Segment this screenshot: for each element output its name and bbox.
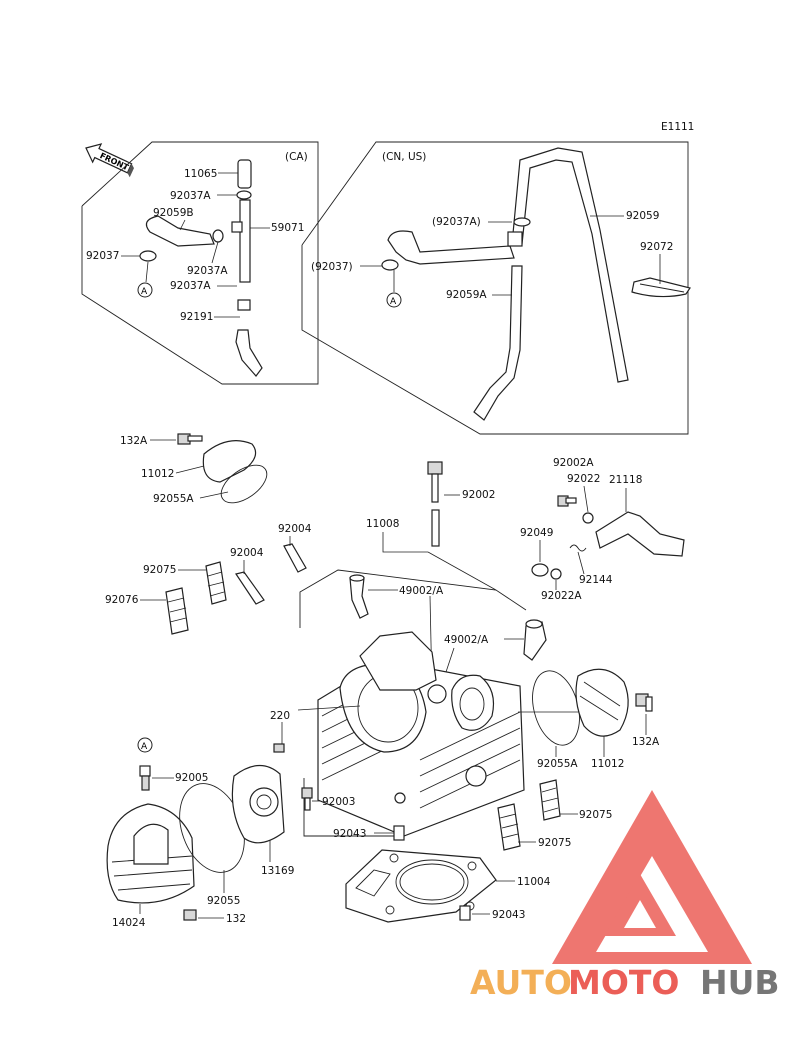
cn-us-panel: (CN, US) (301, 141, 689, 435)
inspection-cover-right (532, 668, 653, 746)
label-92076: 92076 (105, 594, 139, 606)
label-11008: 11008 (366, 518, 399, 530)
label-92022: 92022 (567, 473, 600, 485)
head-bolts (235, 461, 443, 605)
label-132A-right: 132A (632, 736, 660, 748)
cam-cover-left: A (106, 737, 313, 921)
label-92004-a: 92004 (278, 523, 312, 535)
label-13169: 13169 (261, 865, 294, 877)
ca-hose-assembly (139, 159, 263, 377)
label-92004-b: 92004 (230, 547, 264, 559)
front-arrow-icon: FRONT (85, 143, 134, 178)
shims-right (497, 779, 561, 851)
diagram-code: E1111 (661, 121, 694, 133)
label-92075-left: 92075 (143, 564, 176, 576)
label-11012-right: 11012 (591, 758, 624, 770)
label-92055A-top: 92055A (153, 493, 194, 505)
callout-a-us: A (386, 270, 402, 308)
label-92059B: 92059B (153, 207, 194, 219)
label-92072: 92072 (640, 241, 673, 253)
label-92055A-right: 92055A (537, 758, 578, 770)
callout-letter: A (141, 742, 148, 752)
watermark-logo (552, 790, 752, 964)
ca-region-label: (CA) (285, 151, 308, 163)
label-132A-top: 132A (120, 435, 148, 447)
label-92191: 92191 (180, 311, 213, 323)
cn-us-region-label: (CN, US) (382, 151, 426, 163)
label-49002-a: 49002/A (399, 585, 444, 597)
decompression-lever-parts (531, 495, 685, 580)
callout-letter: A (390, 297, 397, 307)
label-92037-us: (92037) (311, 261, 353, 273)
label-11065: 11065 (184, 168, 217, 180)
inspection-cover-top (177, 433, 268, 504)
label-92022A: 92022A (541, 590, 582, 602)
callout-letter: A (141, 287, 148, 297)
label-92075-r1: 92075 (579, 809, 612, 821)
label-92005: 92005 (175, 772, 208, 784)
label-92037-ca: 92037 (86, 250, 119, 262)
ca-panel: (CA) (81, 141, 319, 385)
label-92059A: 92059A (446, 289, 487, 301)
label-92037A-ca-top: 92037A (170, 190, 211, 202)
label-132: 132 (226, 913, 246, 925)
label-92003: 92003 (322, 796, 355, 808)
label-11004: 11004 (517, 876, 551, 888)
label-92075-r2: 92075 (538, 837, 571, 849)
label-21118: 21118 (609, 474, 642, 486)
shims-left (165, 561, 227, 635)
label-14024: 14024 (112, 917, 146, 929)
label-92043-bot: 92043 (492, 909, 525, 921)
label-11012-top: 11012 (141, 468, 174, 480)
label-92049: 92049 (520, 527, 553, 539)
valve-guide-seals (349, 574, 547, 661)
label-92037A-us: (92037A) (432, 216, 481, 228)
callout-a-ca: A (137, 261, 153, 298)
watermark-part3: HUB (700, 963, 780, 1002)
label-59071: 59071 (271, 222, 304, 234)
watermark-part1: AUTO (470, 963, 572, 1002)
label-220: 220 (270, 710, 290, 722)
head-gasket (345, 825, 497, 923)
label-92002A: 92002A (553, 457, 594, 469)
cylinder-head (299, 569, 527, 837)
watermark-text: AUTO MOTO HUB (470, 963, 780, 1002)
cn-us-hose-assembly (381, 147, 691, 421)
label-92043-top: 92043 (333, 828, 366, 840)
label-92144: 92144 (579, 574, 613, 586)
label-92055: 92055 (207, 895, 240, 907)
watermark-part2: MOTO (568, 963, 679, 1002)
label-49002-b: 49002/A (444, 634, 489, 646)
label-92002: 92002 (462, 489, 495, 501)
label-92059: 92059 (626, 210, 659, 222)
label-92037A-ca-low: 92037A (170, 280, 211, 292)
label-92037A-ca-mid: 92037A (187, 265, 228, 277)
